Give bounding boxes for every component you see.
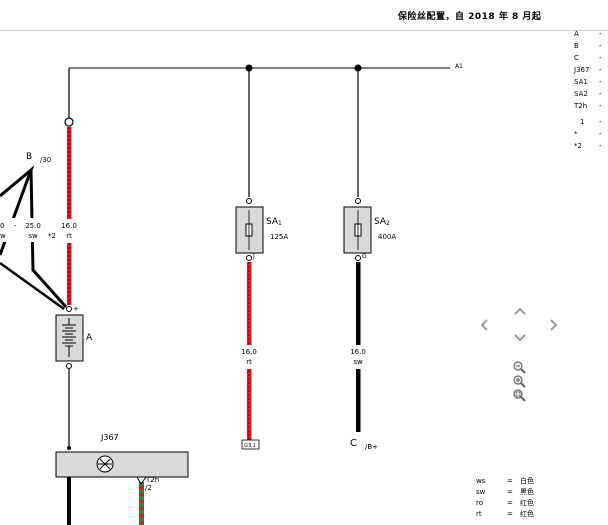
- legend-row: *-: [574, 130, 602, 138]
- wire-left-a-color: w: [0, 232, 6, 240]
- junction-j367-top: [67, 446, 71, 450]
- terminal-circle-left: [64, 117, 74, 127]
- wire-left-b-color: sw: [28, 232, 38, 240]
- legend-row: C-: [574, 54, 602, 62]
- chevron-right-icon: [550, 319, 558, 331]
- legend-row: T2h-: [574, 102, 602, 110]
- battery-top-terminal: [66, 306, 72, 312]
- color-legend-row: sw=黑色: [476, 488, 534, 496]
- j367-module: [55, 451, 189, 478]
- wire-left-dash: -: [14, 222, 17, 230]
- wire-sa1-color: rt: [246, 358, 252, 366]
- page-title: 保险丝配置，自 2018 年 8 月起: [398, 12, 542, 22]
- sa2-pin: G: [362, 253, 367, 260]
- t2h-label: T2h: [145, 476, 159, 484]
- wire-b-diagonal: [0, 261, 65, 311]
- battery-plus: +: [73, 305, 79, 313]
- t2h-connector-arrow: [136, 476, 147, 485]
- wire-left-a-size: 0: [0, 222, 4, 230]
- chevron-left-icon: [480, 319, 488, 331]
- wire-sa2-color: sw: [353, 358, 363, 366]
- color-legend-row: ro=红色: [476, 499, 534, 507]
- component-legend: A- B- C- J367- SA1- SA2- T2h- 1- *- *2-: [574, 28, 608, 152]
- legend-row: SA1-: [574, 78, 602, 86]
- wire-color-legend: ws=白色 sw=黑色 ro=红色 rt=红色: [476, 476, 566, 520]
- pan-right-button[interactable]: [549, 318, 559, 332]
- wire-t2h-green: [139, 482, 144, 525]
- zoom-out-button[interactable]: [513, 361, 526, 374]
- zoom-out-icon: [513, 361, 526, 374]
- b-label: B: [26, 152, 32, 162]
- b-ref: /30: [40, 156, 51, 164]
- c-label: C: [350, 438, 357, 449]
- fuse-sa2-rating: 400A: [378, 233, 396, 241]
- wire-battery-color: rt: [66, 232, 72, 240]
- wire-sa2-size: 16.0: [350, 348, 366, 356]
- wire-sa1-label-bg: [238, 345, 260, 369]
- j367-sensor-cross: [98, 458, 112, 470]
- c-ref: /B+: [365, 443, 378, 451]
- wire-battery-size: 16.0: [61, 222, 77, 230]
- battery-bottom-terminal: [66, 363, 72, 369]
- legend-row: J367-: [574, 66, 602, 74]
- wire-battery-label-bg: [58, 219, 80, 243]
- chevron-down-icon: [514, 334, 526, 342]
- wire-left-note: *2: [48, 232, 56, 240]
- sa1-connector-box: [241, 439, 260, 450]
- pan-up-button[interactable]: [513, 306, 527, 316]
- bus-a1-label: A1: [455, 63, 463, 70]
- wire-t2h-red-stripes: [139, 486, 144, 524]
- zoom-in-icon: [513, 375, 526, 388]
- zoom-reset-icon: [513, 389, 526, 402]
- wire-sa1-size: 16.0: [241, 348, 257, 356]
- wire-left-label-bg: [0, 218, 48, 242]
- zoom-in-button[interactable]: [513, 375, 526, 388]
- sa1-top-terminal: [246, 198, 252, 204]
- color-legend-row: ws=白色: [476, 477, 534, 485]
- legend-row: B-: [574, 42, 602, 50]
- legend-row: SA2-: [574, 90, 602, 98]
- wire-sa2-label-bg: [347, 345, 369, 369]
- sa1-connector-label: G3.1: [244, 443, 256, 449]
- battery-symbol: [62, 318, 76, 357]
- fuse-sa1-rating: 125A: [270, 233, 288, 241]
- sa1-pin: J: [252, 253, 255, 260]
- header-bar: 保险丝配置，自 2018 年 8 月起: [0, 0, 608, 31]
- chevron-up-icon: [514, 307, 526, 315]
- legend-row: 1-: [580, 118, 602, 126]
- wire-b-left: [0, 165, 35, 256]
- sa2-bottom-terminal: [355, 255, 361, 261]
- pan-left-button[interactable]: [479, 318, 489, 332]
- fuse-sa2-label: SA2: [374, 217, 390, 227]
- j367-label: J367: [100, 433, 119, 442]
- fuse-sa1-label: SA1: [266, 217, 282, 227]
- color-legend-row: rt=红色: [476, 510, 534, 518]
- sa1-bottom-terminal: [246, 255, 252, 261]
- battery-label: A: [86, 333, 93, 343]
- wire-b-thick: [29, 169, 68, 308]
- legend-row: A-: [574, 30, 602, 38]
- pan-down-button[interactable]: [513, 333, 527, 343]
- legend-row: *2-: [574, 142, 602, 150]
- t2h-pin: /2: [145, 484, 152, 492]
- zoom-fit-button[interactable]: [513, 389, 526, 402]
- wire-left-b-size: 25.0: [25, 222, 41, 230]
- sa2-top-terminal: [355, 198, 361, 204]
